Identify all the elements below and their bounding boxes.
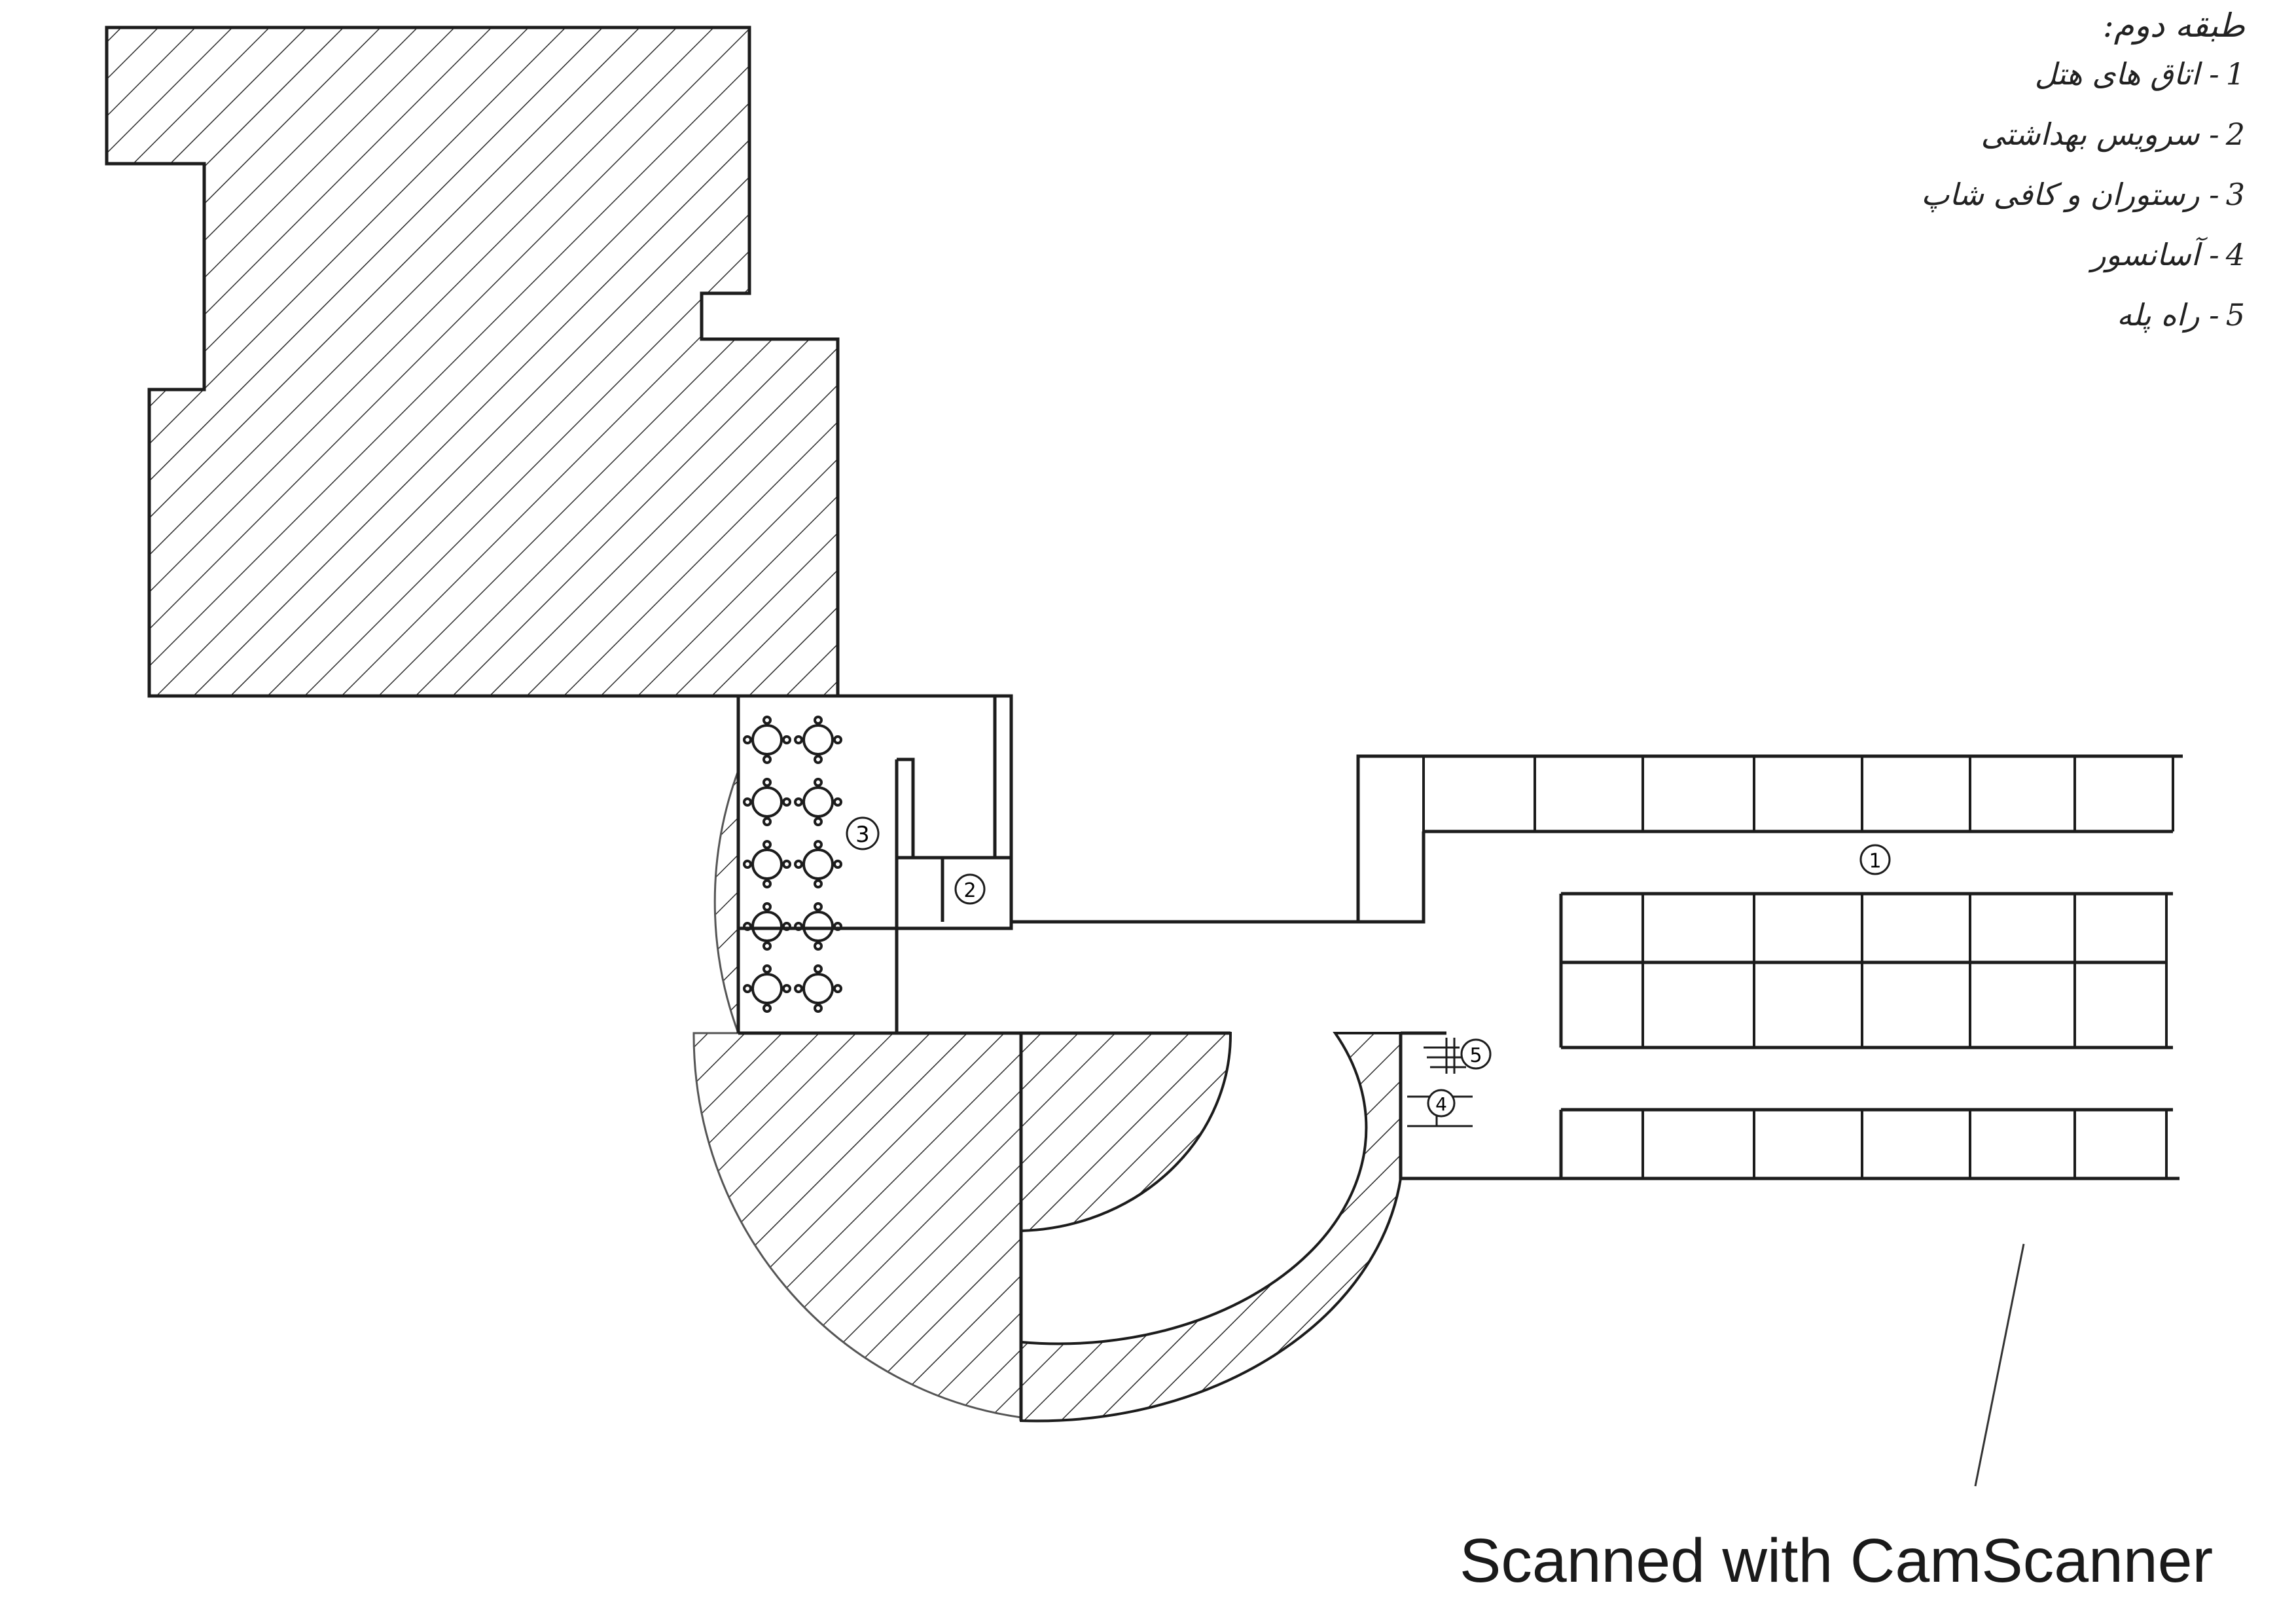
curved-landscape-area [692, 770, 1446, 1423]
restaurant-cafe-room [736, 694, 1013, 1033]
legend-label: آسانسور [2091, 237, 2200, 272]
table-with-chairs [743, 902, 791, 951]
table-with-chairs [743, 716, 791, 764]
hotel-rooms [1357, 756, 2174, 1178]
legend-label: رستوران و کافی شاپ [1921, 177, 2200, 212]
svg-text:2: 2 [963, 879, 976, 902]
legend-label: راه پله [2117, 297, 2200, 333]
table-with-chairs [794, 964, 842, 1013]
legend-item: 4- آسانسور [2091, 237, 2245, 272]
scanner-watermark: Scanned with CamScanner [1460, 1526, 2214, 1596]
legend-number: 1 [2225, 56, 2245, 92]
table-with-chairs [794, 716, 842, 764]
table-with-chairs [794, 778, 842, 826]
room-marker-5: 5 [1460, 1038, 1492, 1070]
room-marker-2: 2 [954, 873, 986, 905]
svg-text:4: 4 [1435, 1093, 1447, 1115]
legend-item: 1- اتاق های هتل [2034, 56, 2245, 92]
legend-label: اتاق های هتل [2034, 56, 2200, 92]
corridor [738, 754, 2183, 1180]
legend-item: 5- راه پله [2117, 297, 2245, 333]
legend-number: 3 [2225, 177, 2245, 212]
legend-label: سرویس بهداشتی [1981, 117, 2200, 152]
room-marker-3: 3 [846, 816, 880, 850]
table-with-chairs [743, 778, 791, 826]
svg-text:1: 1 [1869, 850, 1881, 873]
restaurant-tables [743, 716, 842, 1013]
legend-number: 2 [2225, 117, 2245, 152]
existing-building-block [105, 26, 840, 698]
legend-item: 2- سرویس بهداشتی [1981, 117, 2245, 152]
room-marker-4: 4 [1427, 1089, 1456, 1118]
table-with-chairs [743, 840, 791, 888]
staircase [1424, 1038, 1466, 1074]
legend-number: 4 [2225, 237, 2245, 272]
table-with-chairs [743, 964, 791, 1013]
legend-number: 5 [2225, 297, 2245, 333]
legend: طبقه دوم: 1- اتاق های هتل 2- سرویس بهداش… [1921, 7, 2245, 357]
svg-text:5: 5 [1469, 1044, 1482, 1067]
legend-title: طبقه دوم: [2102, 7, 2245, 45]
room-marker-1: 1 [1859, 844, 1891, 875]
svg-text:3: 3 [855, 822, 870, 848]
legend-item: 3- رستوران و کافی شاپ [1921, 177, 2245, 212]
sketch-guide-line [1974, 1243, 2025, 1487]
table-with-chairs [794, 840, 842, 888]
table-with-chairs [794, 902, 842, 951]
